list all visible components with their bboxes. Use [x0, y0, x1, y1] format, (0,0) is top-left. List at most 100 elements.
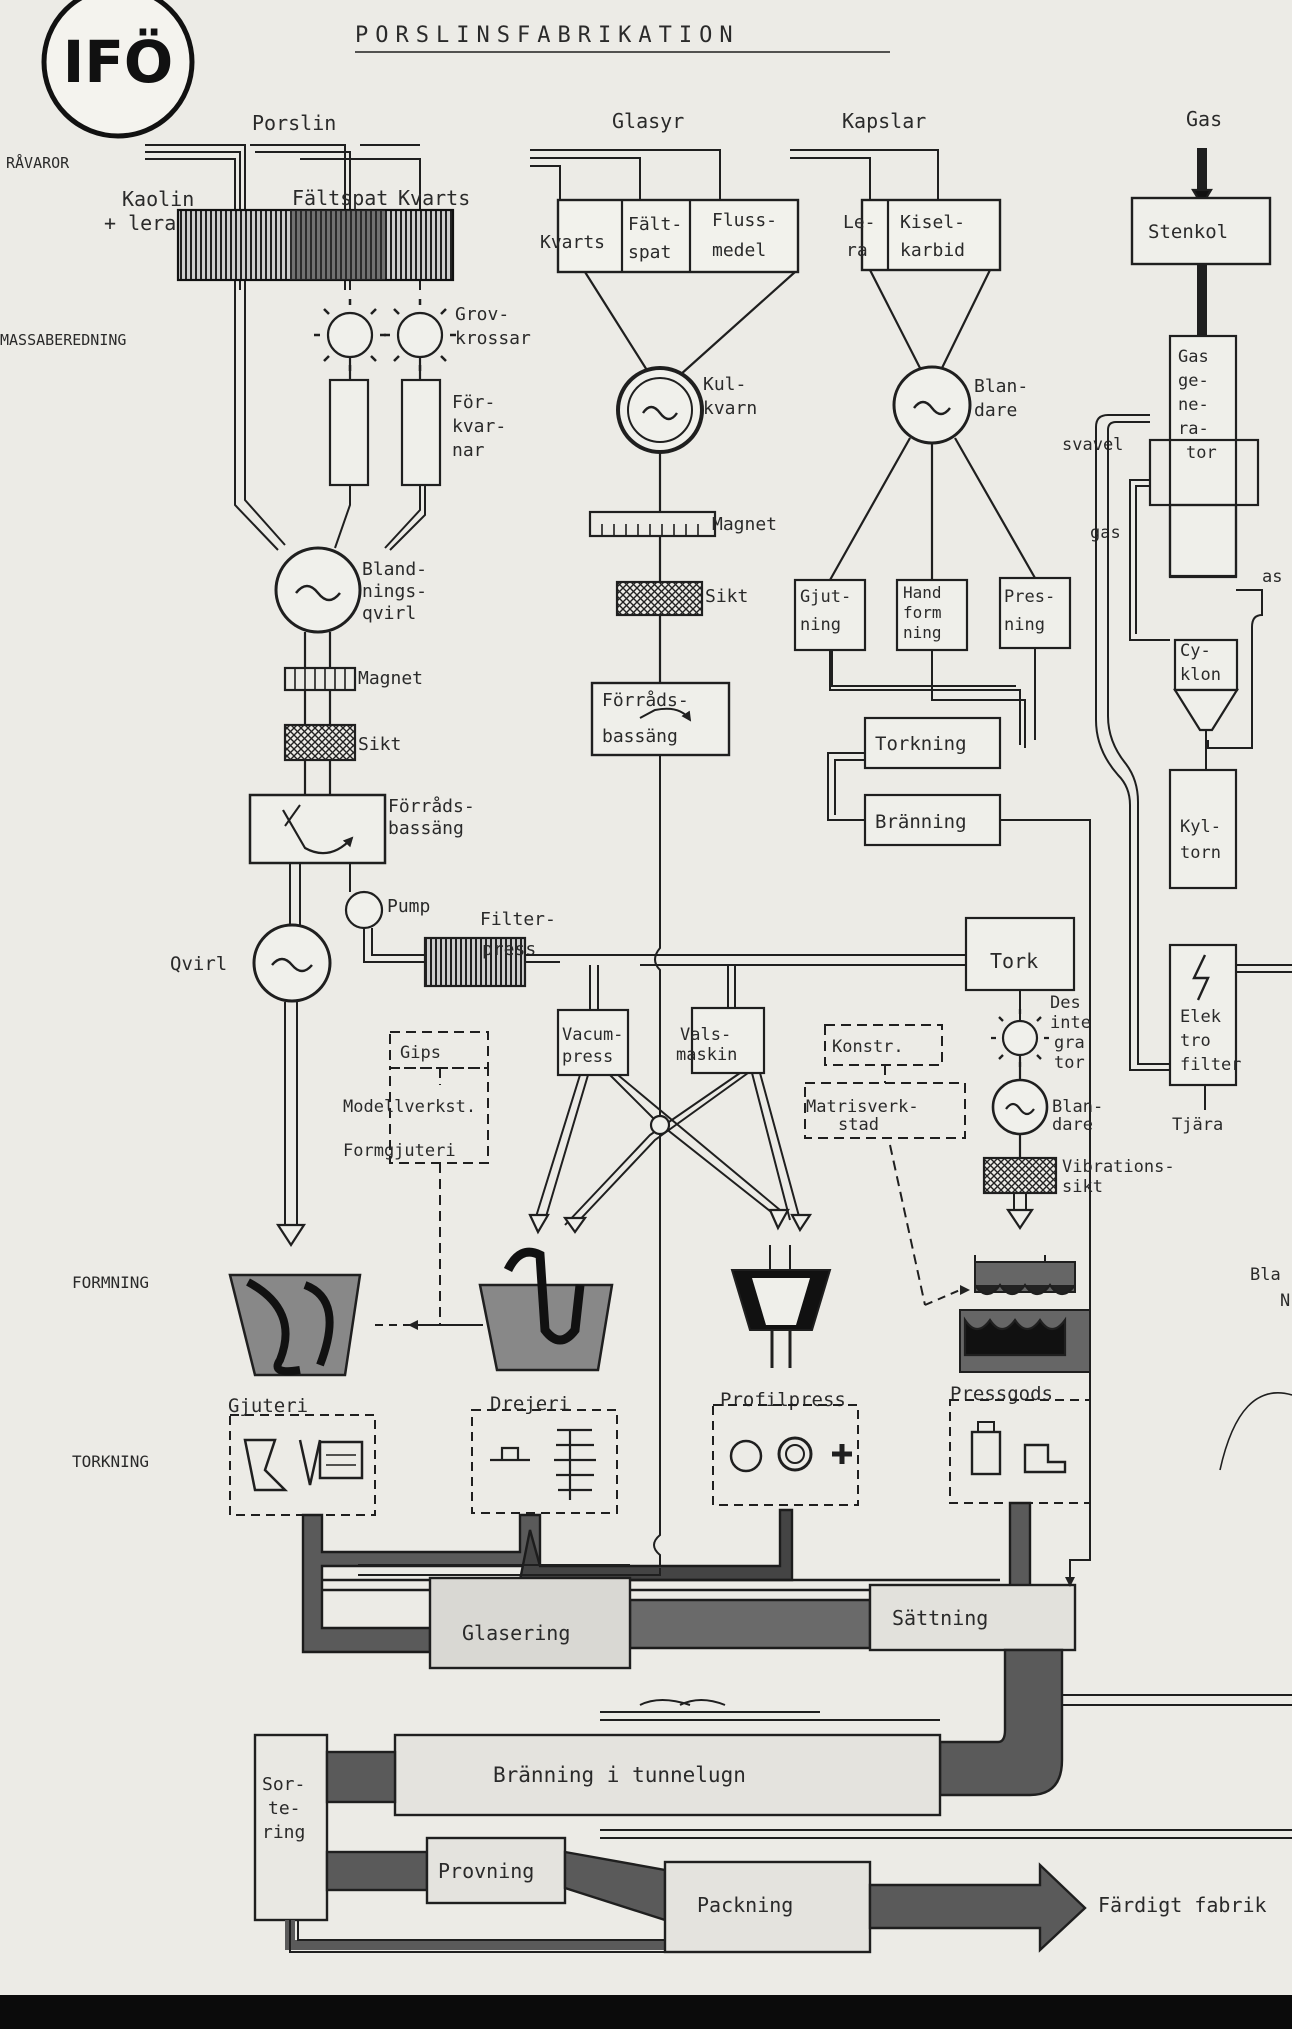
profilpress-label: Profilpress [720, 1389, 846, 1411]
pump [344, 890, 384, 930]
round-plate-icon [729, 1439, 763, 1473]
glasyr-flussmedel-label: Fluss-medel [712, 210, 777, 261]
tork-blandare [991, 1078, 1049, 1136]
vibrationssikt-label: Vibrations-sikt [1062, 1157, 1175, 1197]
valsmaskin-box [690, 1006, 766, 1075]
porslin-magnet [283, 666, 357, 692]
grovkrossar-label: Grov-krossar [455, 304, 531, 349]
gjutning-box [793, 578, 867, 652]
massaberedning-label: MASSABEREDNING [0, 331, 126, 349]
right-cut-1: Bla [1250, 1265, 1281, 1285]
glasering-label: Glasering [462, 1621, 570, 1645]
glasyr-faltspat-label: Fält-spat [628, 214, 682, 263]
torkning-label: TORKNING [72, 1452, 149, 1471]
ifo-logo: IFÖ [41, 0, 195, 139]
vacuumpress-box [556, 1008, 630, 1077]
kapslar-lera-label: Le-ra [843, 212, 876, 261]
pressgods-pictogram [959, 1255, 1091, 1373]
source-porslin: Porslin [252, 111, 336, 135]
handformning-box [895, 578, 969, 652]
pump-label: Pump [387, 896, 430, 917]
right-cut-2: N [1280, 1291, 1290, 1311]
kaolin-label: Kaolin+ lera [104, 187, 194, 235]
glasyr-sikt [615, 580, 704, 617]
tork-blandare-label: Blan-dare [1052, 1097, 1103, 1135]
filterpress-label: Filter-press [480, 909, 556, 960]
kapslar-blandare-label: Blan-dare [974, 376, 1028, 421]
forkvarn-2 [400, 378, 442, 487]
kapslar-feed-lines [790, 149, 939, 200]
machine-distribution-lines [534, 1072, 801, 1229]
tjara-label: Tjära [1172, 1115, 1223, 1135]
ravaror-label: RÅVAROR [6, 153, 70, 172]
gasgenerator-low [1168, 503, 1238, 579]
blandningsqvirl [274, 546, 362, 634]
kyltorn-box [1168, 768, 1238, 890]
vibrationssikt [982, 1156, 1058, 1195]
glasyr-raw-box [556, 198, 800, 274]
qvirl [252, 923, 332, 1003]
kiselkarbid-label: Kisel-karbid [900, 212, 965, 261]
source-kapslar: Kapslar [842, 109, 926, 133]
gjutning-label: Gjut-ning [800, 587, 851, 635]
forkvarnar-label: För-kvar-nar [452, 392, 506, 461]
valsmaskin-label: Vals-maskin [676, 1025, 737, 1065]
drejeri-tork-box [471, 1409, 618, 1514]
profilpress-pictogram [730, 1245, 832, 1368]
kapslar-raw-box [860, 198, 1002, 272]
kulkvarn [616, 366, 704, 454]
porslin-forradsbassang-label: Förråds-bassäng [388, 796, 475, 839]
gas-side-label: gas [1090, 523, 1121, 543]
profilpress-tork-box [712, 1404, 859, 1506]
tork-box [964, 916, 1076, 992]
packning-box [663, 1860, 872, 1954]
diagram-title: PORSLINSFABRIKATION [355, 23, 740, 48]
kvarts-label: Kvarts [398, 186, 470, 210]
porslin-sikt-label: Sikt [358, 734, 401, 755]
modellverkstad-label: Modellverkst. [343, 1097, 476, 1117]
pressgods-label: Pressgods [950, 1383, 1053, 1405]
glasyr-kvarts-label: Kvarts [540, 232, 605, 253]
svavel-label: svavel [1062, 435, 1123, 455]
fardigt-label: Färdigt fabrik [1098, 1893, 1267, 1917]
elektrofilter-box [1168, 943, 1238, 1087]
gjuteri-label: Gjuteri [228, 1395, 308, 1417]
konstr-label: Konstr. [832, 1037, 904, 1057]
sattning-label: Sättning [892, 1606, 988, 1630]
porslin-magnet-label: Magnet [358, 668, 423, 689]
bottom-frame-edge [0, 1995, 1292, 2029]
sortering-label: Sor-te-ring [262, 1774, 305, 1843]
kyltorn-label: Kyl-torn [1180, 817, 1221, 863]
cyklon-box [1173, 638, 1239, 692]
stenkol-label: Stenkol [1148, 221, 1228, 243]
pressning-label: Pres-ning [1004, 587, 1055, 635]
porslin-sikt [283, 723, 357, 762]
gjuteri-pictogram [228, 1273, 362, 1377]
kulkvarn-label: Kul-kvarn [703, 374, 757, 419]
tork-label: Tork [990, 949, 1038, 973]
blandningsqvirl-label: Bland-nings-qvirl [362, 559, 427, 624]
drejeri-pictogram [478, 1247, 614, 1372]
glasyr-forradsbassang [590, 681, 731, 757]
gips-label: Gips [400, 1043, 441, 1063]
sortering-box [253, 1733, 329, 1922]
ring-icon [777, 1436, 813, 1472]
packning-label: Packning [697, 1893, 793, 1917]
vacuumpress-label: Vacum-press [562, 1025, 623, 1067]
lightning-icon [1192, 954, 1210, 1001]
glasyr-magnet [588, 510, 717, 538]
ass-label: as [1262, 567, 1282, 587]
formgjuteri-label: Formgjuteri [343, 1141, 456, 1161]
kapslar-branning-box [863, 793, 1002, 847]
logo-text: IFÖ [63, 27, 174, 96]
glasyr-magnet-label: Magnet [712, 514, 777, 535]
drejeri-label: Drejeri [490, 1393, 570, 1415]
pressning-box [998, 576, 1072, 650]
qvirl-label: Qvirl [170, 953, 227, 975]
cyklon-label: Cy-klon [1180, 641, 1221, 685]
output-arrow [868, 1862, 1087, 1953]
tunnelugn-label: Bränning i tunnelugn [493, 1763, 746, 1787]
forkvarn-1 [328, 378, 370, 487]
